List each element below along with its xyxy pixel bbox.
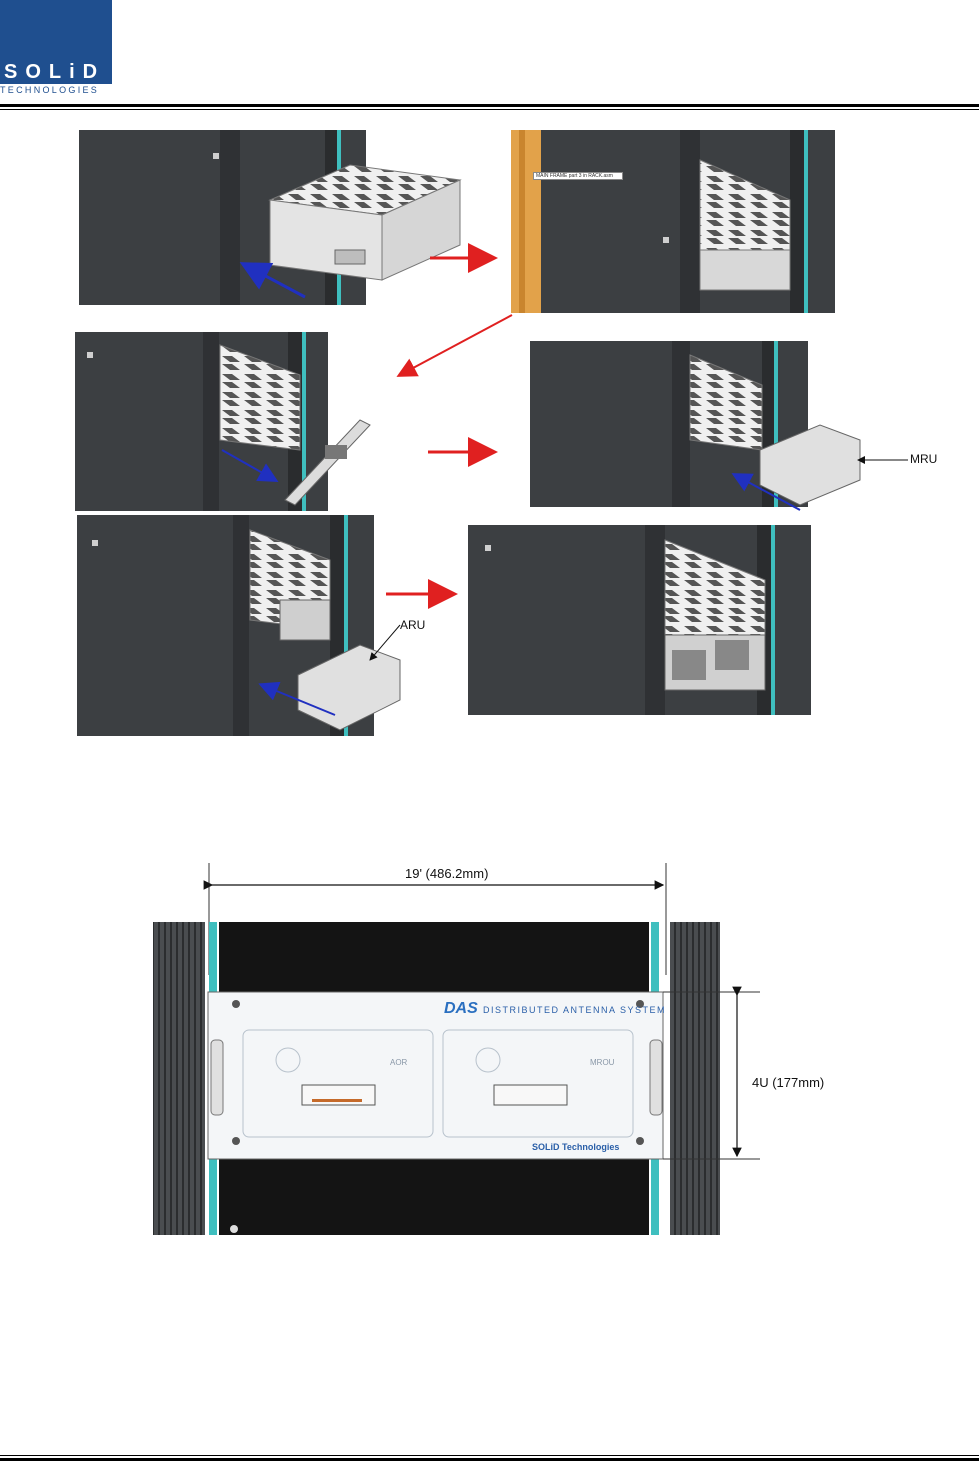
logo-wordmark: SOLiD: [0, 60, 112, 84]
mru-callout: MRU: [910, 452, 950, 466]
footer-rule-thin: [0, 1455, 979, 1456]
step-arrow: [400, 315, 512, 375]
right-module-label: MROU: [590, 1058, 614, 1067]
step1-rack-panel: [79, 130, 460, 305]
width-dimension-label: 19' (486.2mm): [405, 866, 488, 881]
maker-label: SOLiD Technologies: [532, 1142, 619, 1152]
step2-rack-panel: [511, 130, 835, 313]
step5-rack-panel: [77, 515, 400, 736]
logo-block: [0, 0, 112, 60]
header-rule-thin: [0, 109, 979, 110]
left-module-label: AOR: [390, 1058, 407, 1067]
step3-rack-panel: [75, 332, 370, 511]
step4-rack-panel: [530, 341, 908, 510]
aru-callout: ARU: [400, 618, 440, 632]
height-dimension-label: 4U (177mm): [752, 1075, 824, 1090]
das-tagline: DISTRIBUTED ANTENNA SYSTEM: [483, 1005, 666, 1015]
step6-rack-panel: [468, 525, 811, 715]
header-rule: [0, 104, 979, 107]
company-logo: SOLiD TECHNOLOGIES: [0, 0, 112, 96]
part-tag: MAIN FRAME part 3 in RACK.asm: [533, 172, 623, 180]
das-brand: DAS: [444, 1000, 478, 1018]
rack-dimension-figure: [140, 855, 860, 1245]
logo-subtitle: TECHNOLOGIES: [0, 84, 112, 96]
installation-steps-figure: MAIN FRAME part 3 in RACK.asm MRU: [0, 120, 979, 750]
footer-rule: [0, 1458, 979, 1461]
